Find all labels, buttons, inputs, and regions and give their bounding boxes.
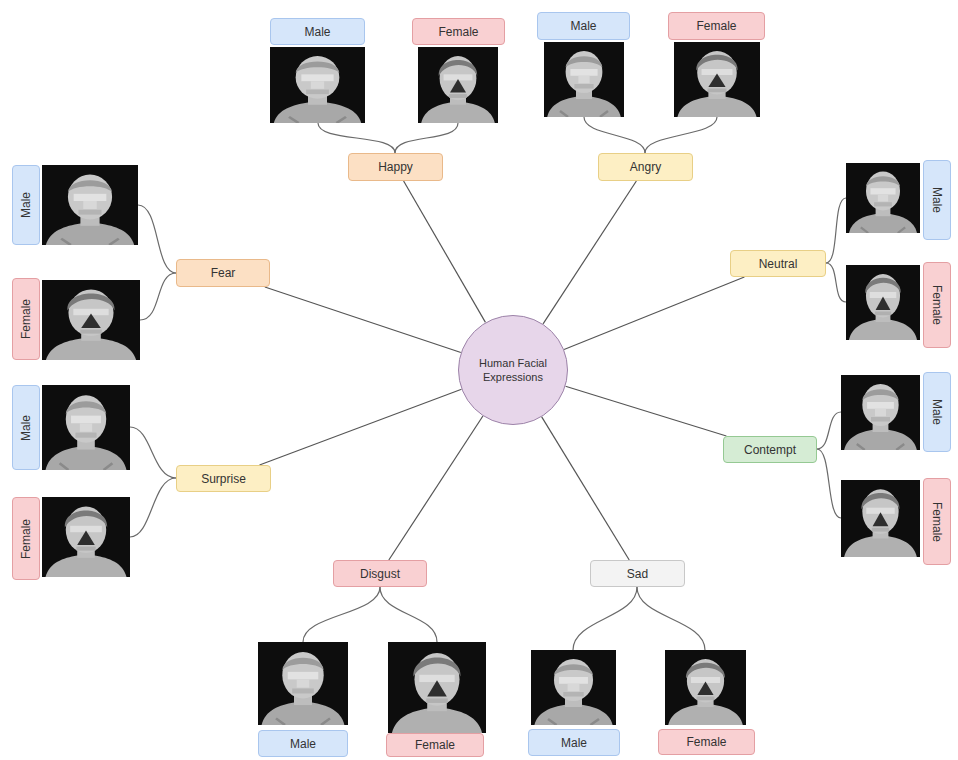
node-text: Happy: [378, 160, 413, 174]
node-text: Male: [930, 187, 944, 213]
node-text: Female: [930, 285, 944, 325]
female-label: Female: [923, 478, 951, 565]
connector-line: [389, 416, 483, 560]
connector-line: [542, 417, 630, 560]
node-text: Surprise: [201, 472, 246, 486]
node-text: Female: [696, 19, 736, 33]
brackets: [130, 117, 846, 650]
male-label: Male: [270, 18, 365, 45]
female-label: Female: [658, 729, 755, 755]
node-text: Female: [19, 518, 33, 558]
connector-line: [543, 181, 636, 324]
male-label: Male: [528, 729, 620, 756]
emotion-box: Neutral: [730, 250, 826, 277]
node-text: Male: [561, 736, 587, 750]
emotion-box: Contempt: [723, 436, 817, 463]
node-text: Male: [290, 737, 316, 751]
node-text: Fear: [211, 266, 236, 280]
emotion-box: Happy: [348, 153, 443, 181]
emotion-box: Disgust: [333, 560, 427, 587]
node-text: Sad: [627, 567, 648, 581]
node-text: Human Facial Expressions: [474, 356, 552, 384]
node-text: Neutral: [759, 257, 798, 271]
connector-line: [564, 277, 744, 349]
node-text: Female: [686, 735, 726, 749]
node-text: Male: [304, 25, 330, 39]
male-label: Male: [12, 385, 40, 470]
node-text: Female: [930, 501, 944, 541]
male-label: Male: [923, 160, 951, 240]
connector-line: [260, 389, 462, 465]
node-text: Female: [19, 299, 33, 339]
female-label: Female: [412, 18, 505, 45]
female-label: Female: [923, 262, 951, 348]
female-label: Female: [12, 278, 40, 360]
female-label: Female: [12, 497, 40, 580]
connector-line: [404, 181, 486, 322]
node-text: Male: [19, 414, 33, 440]
female-label: Female: [668, 12, 765, 40]
female-label: Female: [386, 733, 484, 757]
node-text: Male: [930, 399, 944, 425]
emotion-box: Angry: [598, 153, 693, 181]
connector-line: [566, 386, 727, 436]
node-text: Angry: [630, 160, 661, 174]
male-label: Male: [258, 730, 348, 757]
node-text: Contempt: [744, 443, 796, 457]
male-label: Male: [12, 165, 40, 245]
node-text: Female: [415, 738, 455, 752]
connector-line: [265, 287, 461, 353]
node-text: Female: [438, 25, 478, 39]
emotion-box: Surprise: [176, 465, 271, 492]
node-text: Male: [570, 19, 596, 33]
emotion-box: Sad: [590, 560, 685, 587]
male-label: Male: [537, 12, 630, 40]
node-text: Disgust: [360, 567, 400, 581]
center-circle: Human Facial Expressions: [458, 315, 568, 425]
emotion-box: Fear: [176, 259, 270, 287]
node-text: Male: [19, 192, 33, 218]
male-label: Male: [923, 372, 951, 452]
